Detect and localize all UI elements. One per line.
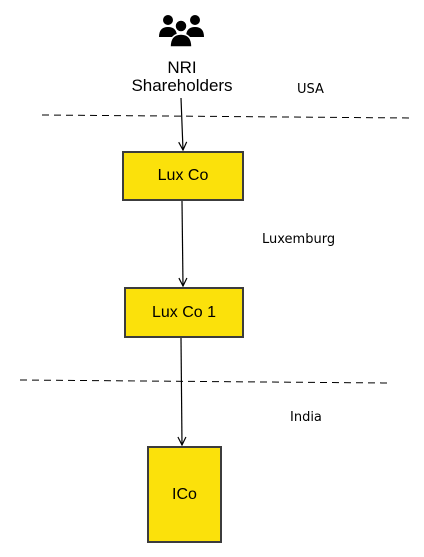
entity-box-ico: ICo (147, 446, 222, 543)
shareholders-label-line1: NRI (167, 58, 197, 77)
entity-label-lux-co: Lux Co (157, 167, 209, 184)
border-usa-luxembourg (41, 114, 411, 119)
border-luxembourg-india (19, 379, 389, 384)
arrow-luxco-to-luxco1 (182, 200, 183, 286)
region-label-india: India (290, 410, 322, 425)
shareholders-label-line2: Shareholders (131, 76, 233, 95)
region-label-luxembourg: Luxemburg (262, 232, 336, 247)
entity-label-ico: ICo (172, 485, 197, 503)
arrow-shareholders-to-luxco (181, 97, 183, 150)
entity-box-lux-co: Lux Co (122, 151, 244, 201)
users-group-icon (159, 15, 204, 48)
shareholders-label: NRI Shareholders (112, 59, 252, 95)
arrow-luxco1-to-ico (181, 337, 182, 445)
region-label-usa: USA (297, 82, 324, 97)
entity-label-lux-co-1: Lux Co 1 (151, 303, 217, 321)
entity-box-lux-co-1: Lux Co 1 (124, 287, 244, 338)
